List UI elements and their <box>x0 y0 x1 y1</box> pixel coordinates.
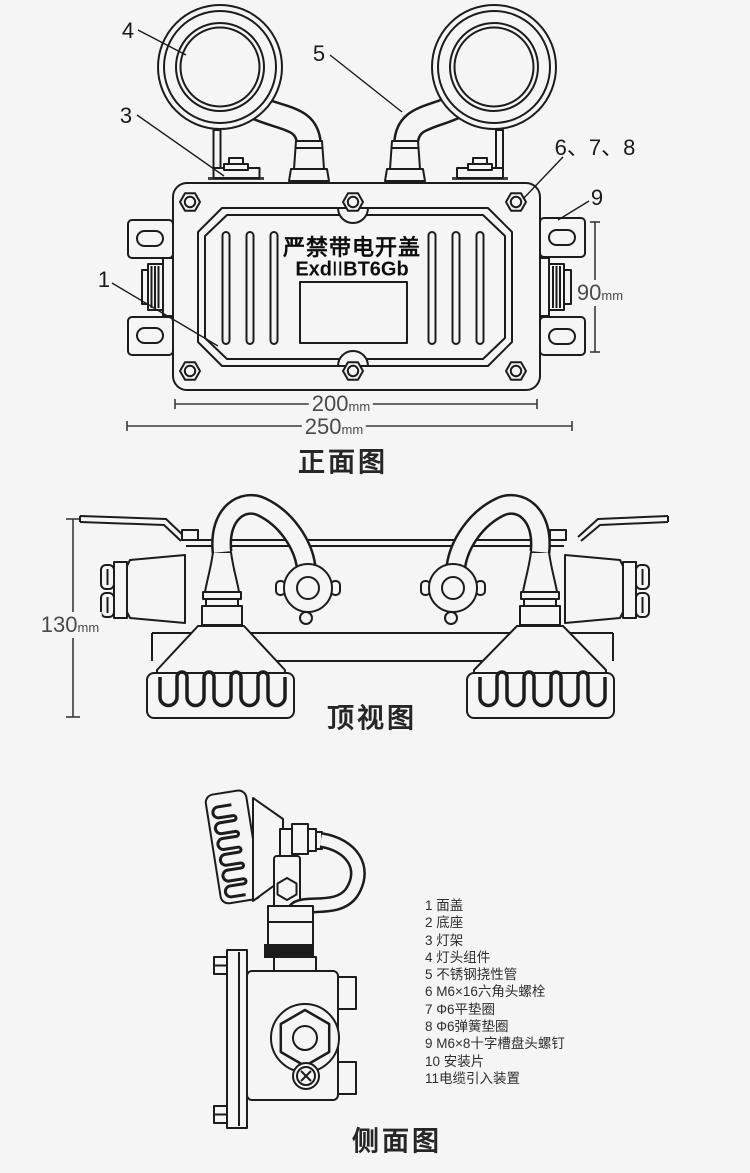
callout-4: 4 <box>121 18 135 43</box>
dimension-250mm: 250mm <box>301 414 367 440</box>
enclosure-ex-marking: ExdIIBT6Gb <box>295 258 409 281</box>
parts-list-item: 7 Φ6平垫圈 <box>425 1001 496 1017</box>
parts-list-item: 8 Φ6弹簧垫圈 <box>425 1019 509 1035</box>
callout-6-7-8: 6、7、8 <box>554 135 636 160</box>
front-view-drawing <box>111 4 600 431</box>
parts-list: 1 面盖 2 底座 3 灯架 4 灯头组件 5 不锈钢挠性管 6 M6×16六角… <box>425 897 565 1087</box>
leader-lines <box>111 29 590 347</box>
dimension-90mm: 90mm <box>573 280 627 306</box>
enclosure-warning-text: 严禁带电开盖 <box>282 235 422 260</box>
dimension-130mm: 130mm <box>37 612 103 638</box>
side-view-drawing <box>204 789 366 1129</box>
dimension-200mm: 200mm <box>308 391 374 417</box>
callout-1: 1 <box>97 267 111 292</box>
parts-list-item: 3 灯架 <box>425 932 464 948</box>
parts-list-item: 11电缆引入装置 <box>425 1070 521 1086</box>
callout-5: 5 <box>312 41 326 66</box>
front-view-title: 正面图 <box>298 447 388 478</box>
side-view-title: 侧面图 <box>352 1126 442 1157</box>
callout-9: 9 <box>590 185 604 210</box>
parts-list-item: 6 M6×16六角头螺栓 <box>425 984 546 1000</box>
callout-3: 3 <box>119 103 133 128</box>
parts-list-item: 4 灯头组件 <box>425 949 491 965</box>
parts-list-item: 1 面盖 <box>425 898 464 913</box>
top-view-drawing <box>66 493 669 719</box>
parts-list-item: 9 M6×8十字槽盘头螺钉 <box>425 1036 565 1052</box>
top-view-title: 顶视图 <box>327 703 417 734</box>
parts-list-item: 5 不锈钢挠性管 <box>425 967 518 983</box>
parts-list-item: 10 安装片 <box>425 1053 485 1069</box>
parts-list-item: 2 底座 <box>425 915 464 931</box>
